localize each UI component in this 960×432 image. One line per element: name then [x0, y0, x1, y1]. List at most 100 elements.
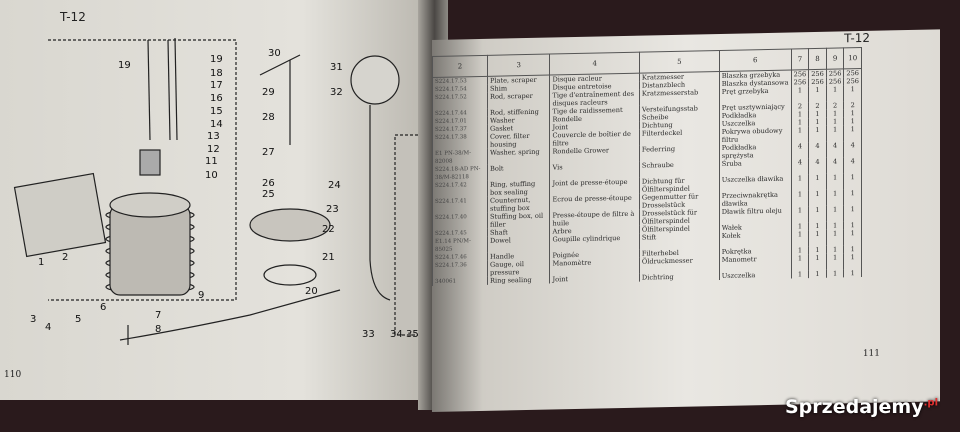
- cell-quantity: 1: [843, 85, 862, 102]
- cell-de: Kratzmesserstab: [639, 87, 720, 106]
- column-header: 5: [639, 50, 720, 74]
- part-number-label: 9: [198, 290, 204, 301]
- cell-quantity: 1: [843, 173, 862, 190]
- column-header: 4: [549, 52, 640, 76]
- cell-quantity: 4: [843, 141, 862, 158]
- part-number-label: 34: [390, 329, 403, 340]
- cell-quantity: 1: [808, 85, 827, 103]
- cell-pl: Uszczelka dławika: [719, 174, 792, 192]
- part-number-label: 4: [45, 322, 51, 333]
- cell-quantity: 1: [791, 206, 809, 223]
- part-number-label: 32: [330, 87, 343, 98]
- cell-pl: Śruba: [719, 158, 792, 176]
- cell-quantity: 1: [808, 125, 827, 143]
- part-number-label: 21: [322, 252, 335, 263]
- part-number-label: 15: [210, 106, 223, 117]
- part-number-label: 26: [262, 178, 275, 189]
- cell-quantity: 1: [791, 230, 809, 247]
- cell-pl: Manometr: [719, 254, 792, 272]
- part-number-label: 27: [262, 147, 275, 158]
- cell-quantity: 4: [791, 158, 809, 175]
- part-number-label: 16: [210, 93, 223, 104]
- part-number-label: 19: [210, 54, 223, 65]
- cell-de: Stift: [639, 231, 720, 250]
- column-header: 7: [791, 48, 809, 70]
- cell-en: Gauge, oil pressure: [487, 259, 550, 277]
- cell-quantity: 1: [843, 269, 862, 278]
- cell-fr: Ecrou de presse-étoupe: [549, 193, 640, 212]
- cell-code: E1 PN-38/M-82008: [432, 148, 488, 166]
- cell-en: Stuffing box, oil filler: [487, 211, 550, 229]
- part-number-label: 7: [155, 310, 161, 321]
- cell-quantity: 1: [826, 229, 844, 246]
- cell-de: Federring: [639, 143, 720, 162]
- cell-code: S224.17.52: [432, 92, 488, 110]
- part-number-label: 1: [38, 257, 44, 268]
- cell-de: Drosselstück für Ölfilterspindel: [639, 207, 720, 226]
- cell-quantity: 256: [808, 69, 827, 79]
- cell-en: Washer, spring: [487, 147, 550, 165]
- cell-en: Ring sealing: [487, 275, 550, 285]
- cell-code: S224.17.41: [432, 196, 488, 214]
- cell-quantity: 4: [826, 141, 844, 158]
- cell-fr: Joint de presse-étoupe: [549, 177, 640, 196]
- part-number-label: 25: [262, 189, 275, 200]
- right-page-title: T-12: [844, 30, 870, 46]
- column-header: 8: [808, 48, 827, 70]
- cell-en: Bolt: [487, 163, 550, 181]
- right-page-number: 111: [862, 348, 880, 359]
- cell-pl: Podkładka sprężysta: [719, 142, 792, 160]
- cell-quantity: 256: [843, 68, 862, 78]
- cell-quantity: 1: [808, 189, 827, 207]
- cell-quantity: 4: [791, 142, 809, 159]
- cell-quantity: 1: [808, 253, 827, 271]
- cell-de: Dichtung für Ölfilterspindel: [639, 175, 720, 194]
- column-header: 6: [719, 48, 792, 72]
- cell-en: Ring, stuffing box sealing: [487, 179, 550, 197]
- cell-quantity: 1: [808, 269, 827, 279]
- cell-quantity: 1: [826, 173, 844, 190]
- part-number-label: 35: [406, 329, 419, 340]
- cell-quantity: 1: [808, 205, 827, 223]
- cell-de: Dichtring: [639, 271, 720, 282]
- cell-quantity: 1: [826, 205, 844, 222]
- cell-quantity: 256: [826, 77, 844, 86]
- cell-code: 340061: [432, 276, 488, 286]
- cell-de: Öldruckmesser: [639, 255, 720, 274]
- cell-fr: Goupille cylindrique: [549, 233, 640, 252]
- part-number-label: 31: [330, 62, 343, 73]
- cell-de: Schraube: [639, 159, 720, 178]
- cell-de: Filterdeckel: [639, 127, 720, 146]
- cell-quantity: 1: [826, 85, 844, 102]
- cell-quantity: 1: [791, 254, 809, 271]
- part-number-label: 5: [75, 314, 81, 325]
- cell-pl: Dławik filtru oleju: [719, 206, 792, 224]
- cell-fr: Manomètre: [549, 257, 640, 276]
- part-number-label: 18: [210, 68, 223, 79]
- part-number-label: 33: [362, 329, 375, 340]
- column-header: 3: [487, 54, 550, 77]
- cell-quantity: 4: [808, 141, 827, 159]
- cell-quantity: 256: [791, 69, 809, 79]
- cell-fr: Tige d'entraînement des disques racleurs: [549, 89, 640, 108]
- cell-en: Rod, scraper: [487, 91, 550, 109]
- cell-quantity: 4: [808, 157, 827, 175]
- cell-quantity: 1: [843, 125, 862, 142]
- cell-quantity: 1: [791, 126, 809, 143]
- cell-quantity: 1: [826, 125, 844, 142]
- cell-de: Gegenmutter für Drosselstück: [639, 191, 720, 210]
- part-number-label: 22: [322, 224, 335, 235]
- cell-pl: Uszczelka: [719, 270, 792, 280]
- cell-quantity: 256: [791, 78, 809, 87]
- cell-quantity: 1: [791, 190, 809, 207]
- part-number-label: 8: [155, 324, 161, 335]
- part-number-label: 2: [62, 252, 68, 263]
- cell-quantity: 1: [808, 229, 827, 247]
- part-number-label: 11: [205, 156, 218, 167]
- part-number-label: 20: [305, 286, 318, 297]
- part-number-label: 19: [118, 60, 131, 71]
- cell-en: Cover, filter housing: [487, 131, 550, 149]
- cell-fr: Joint: [549, 273, 640, 284]
